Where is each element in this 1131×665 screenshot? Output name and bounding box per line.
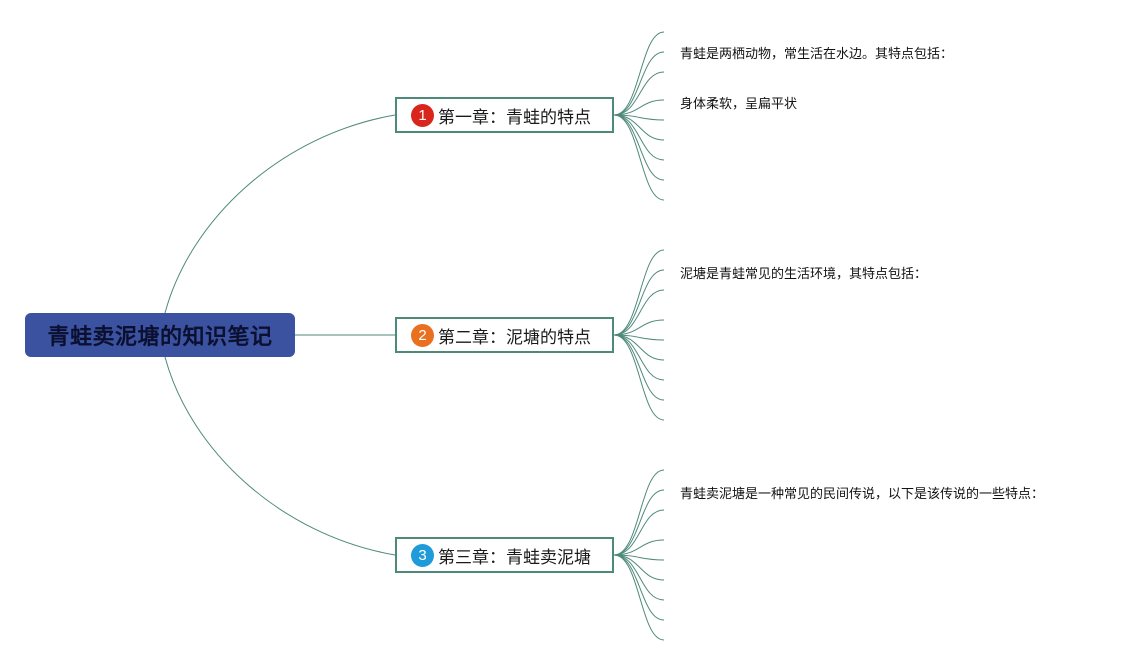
connector-chapter-1-leaf-4 <box>613 99 665 116</box>
number-badge-2: 2 <box>411 323 434 347</box>
branch-label-2: 第二章：泥塘的特点 <box>438 327 591 348</box>
connector-chapter-2-leaf-7 <box>613 334 665 381</box>
connector-chapter-1-leaf-2 <box>613 51 665 116</box>
root-topic[interactable]: 青蛙卖泥塘的知识笔记 <box>25 313 295 357</box>
leaf-text-1-1[interactable]: 青蛙是两栖动物，常生活在水边。其特点包括： <box>680 47 954 62</box>
connector-chapter-3-leaf-3 <box>613 509 665 556</box>
connector-chapter-3-leaf-7 <box>613 554 665 601</box>
connector-chapter-1-leaf-3 <box>613 71 665 116</box>
leaf-text-1-2[interactable]: 身体柔软，呈扁平状 <box>680 97 798 112</box>
connector-chapter-3-leaf-2 <box>613 489 665 556</box>
connector-chapter-2-leaf-1 <box>613 249 665 336</box>
connector-chapter-3-leaf-9 <box>613 554 665 641</box>
connector-root-to-chapter-1 <box>164 114 396 314</box>
connector-chapter-2-leaf-4 <box>613 319 665 336</box>
connector-chapter-2-leaf-9 <box>613 334 665 421</box>
connector-chapter-3-leaf-1 <box>613 469 665 556</box>
connector-chapter-1-leaf-1 <box>613 31 665 116</box>
connector-chapter-1-leaf-9 <box>613 114 665 201</box>
number-badge-1: 1 <box>411 103 434 127</box>
connector-chapter-1-leaf-8 <box>613 114 665 181</box>
connector-chapter-2-leaf-3 <box>613 289 665 336</box>
number-badge-3: 3 <box>411 543 434 567</box>
branch-label-1: 第一章：青蛙的特点 <box>438 107 591 128</box>
connector-chapter-2-leaf-2 <box>613 269 665 336</box>
leaf-text-2-1[interactable]: 泥塘是青蛙常见的生活环境，其特点包括： <box>680 267 928 282</box>
branch-chapter-3[interactable]: 3 第三章：青蛙卖泥塘 <box>395 537 614 573</box>
branch-chapter-2[interactable]: 2 第二章：泥塘的特点 <box>395 317 614 353</box>
branch-label-3: 第三章：青蛙卖泥塘 <box>438 547 591 568</box>
connector-chapter-3-leaf-8 <box>613 554 665 621</box>
connector-chapter-3-leaf-4 <box>613 539 665 556</box>
branch-chapter-1[interactable]: 1 第一章：青蛙的特点 <box>395 97 614 133</box>
leaf-text-3-1[interactable]: 青蛙卖泥塘是一种常见的民间传说，以下是该传说的一些特点： <box>680 487 1045 502</box>
connector-chapter-2-leaf-8 <box>613 334 665 401</box>
connector-chapter-1-leaf-7 <box>613 114 665 161</box>
connector-root-to-chapter-3 <box>164 356 396 556</box>
root-topic-title: 青蛙卖泥塘的知识笔记 <box>47 325 273 350</box>
